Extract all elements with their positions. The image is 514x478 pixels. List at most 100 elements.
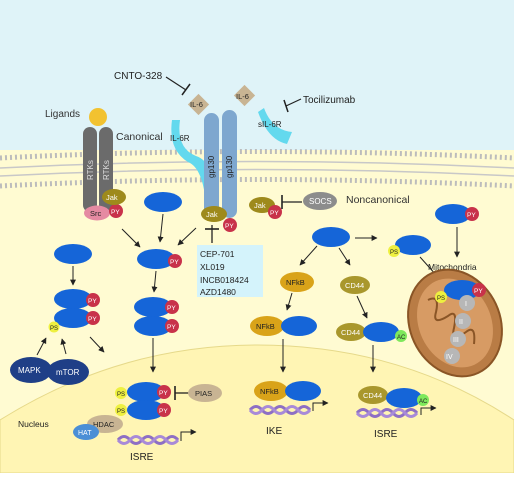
arrow bbox=[60, 338, 67, 355]
ac-badge bbox=[395, 330, 407, 342]
mtor-label: mTOR bbox=[56, 368, 80, 377]
complex-ii bbox=[455, 313, 471, 329]
py-badge bbox=[223, 218, 237, 232]
py-badge bbox=[157, 385, 171, 399]
src-kinase bbox=[84, 205, 110, 221]
socs-label: SOCS bbox=[309, 197, 332, 206]
extracellular-space bbox=[0, 0, 514, 160]
complex-iii bbox=[450, 331, 466, 347]
py-text: PY bbox=[225, 223, 234, 230]
ps-badge bbox=[48, 321, 60, 333]
py-text: PY bbox=[159, 408, 168, 415]
stat3-dimer-bottom bbox=[54, 308, 92, 328]
py-text: PY bbox=[467, 212, 476, 219]
arrow bbox=[338, 247, 351, 266]
noncanonical-label: Noncanonical bbox=[346, 194, 410, 206]
py-badge bbox=[157, 403, 171, 417]
ike-label: IKE bbox=[266, 426, 282, 437]
dna-isre-right bbox=[355, 408, 419, 418]
nfkb-label: NFkB bbox=[256, 322, 275, 331]
nfkb-nuclear bbox=[254, 381, 288, 401]
jak-kinase bbox=[102, 189, 126, 205]
stat3-monomer bbox=[363, 322, 399, 342]
arrow bbox=[157, 213, 164, 243]
jak-label: Jak bbox=[106, 193, 118, 202]
cd44-label: CD44 bbox=[363, 391, 382, 400]
gp130-label-2: gp130 bbox=[225, 155, 234, 178]
nfkb-label: NFkB bbox=[286, 278, 305, 287]
ps-badge bbox=[388, 245, 400, 257]
nfkb-label: NFkB bbox=[260, 387, 279, 396]
cnto-inhibition bbox=[165, 76, 187, 91]
src-label: Src bbox=[90, 209, 102, 218]
dna-ike bbox=[248, 405, 312, 415]
socs-protein bbox=[303, 192, 337, 210]
mapk-kinase bbox=[10, 357, 52, 383]
py-badge bbox=[465, 207, 479, 221]
ps-text: PS bbox=[390, 250, 398, 256]
sil6r-receptor bbox=[258, 108, 292, 144]
stat3-dimer-bottom bbox=[134, 316, 172, 336]
stat3-monomer bbox=[444, 280, 480, 300]
isre-label-right: ISRE bbox=[374, 429, 398, 440]
py-text: PY bbox=[88, 298, 97, 305]
jak-kinase bbox=[201, 206, 227, 222]
stat3-monomer bbox=[54, 244, 92, 264]
py-badge bbox=[268, 205, 282, 219]
arrow bbox=[356, 295, 368, 319]
cell-membrane bbox=[0, 149, 514, 189]
py-badge bbox=[86, 311, 100, 325]
transcription-start-arrow bbox=[180, 429, 197, 441]
ps-badge bbox=[115, 387, 127, 399]
py-badge bbox=[86, 293, 100, 307]
cnto-bar bbox=[181, 83, 191, 96]
arrow bbox=[89, 336, 105, 353]
pias-label: PIAS bbox=[195, 389, 212, 398]
py-text: PY bbox=[167, 324, 176, 331]
stat3-monomer bbox=[312, 227, 350, 247]
gp130-right bbox=[222, 110, 237, 218]
ligands-label: Ligands bbox=[45, 109, 80, 120]
ps-text: PS bbox=[437, 296, 445, 302]
hat-label: HAT bbox=[78, 430, 92, 437]
py-text: PY bbox=[167, 305, 176, 312]
jak-label: Jak bbox=[206, 210, 218, 219]
py-text: PY bbox=[111, 209, 120, 216]
ac-text: AC bbox=[419, 399, 428, 405]
nfkb-protein bbox=[250, 316, 284, 336]
transcription-start-arrow bbox=[420, 405, 437, 415]
stat3-monomer bbox=[281, 316, 317, 336]
inhibitor-0: CEP-701 bbox=[200, 249, 235, 259]
ps-badge bbox=[435, 291, 447, 303]
nfkb-protein bbox=[280, 272, 314, 292]
py-badge bbox=[168, 254, 182, 268]
il6-label-left: IL-6 bbox=[190, 100, 203, 109]
inhibitor-2: INCB018424 bbox=[200, 275, 249, 285]
hat-complex bbox=[73, 424, 99, 440]
mapk-label: MAPK bbox=[18, 366, 41, 375]
stat3-dimer-top bbox=[134, 297, 172, 317]
complex-iii-label: III bbox=[453, 337, 459, 344]
ps-text: PS bbox=[50, 326, 58, 332]
arrow bbox=[121, 228, 141, 248]
py-text: PY bbox=[88, 316, 97, 323]
py-text: PY bbox=[270, 210, 279, 217]
arrow bbox=[151, 270, 158, 293]
isre-label-left: ISRE bbox=[130, 452, 154, 463]
arrow bbox=[36, 337, 47, 356]
rtk-label-2: RTKs bbox=[102, 160, 111, 180]
gp130-left bbox=[204, 113, 219, 218]
stat3-monomer bbox=[137, 249, 175, 269]
ps-text: PS bbox=[117, 409, 125, 415]
sil6r-label: sIL-6R bbox=[258, 120, 282, 129]
canonical-label: Canonical bbox=[116, 131, 163, 143]
il6-diamond-right bbox=[233, 84, 256, 107]
pias-protein bbox=[188, 384, 222, 402]
complex-i-label: I bbox=[465, 301, 467, 308]
stat3-monomer bbox=[435, 204, 471, 224]
transcription-start-arrow bbox=[312, 400, 329, 411]
stat3-dimer-top bbox=[54, 289, 92, 309]
stat3-monomer bbox=[285, 381, 321, 401]
stat3-monomer bbox=[386, 388, 422, 408]
